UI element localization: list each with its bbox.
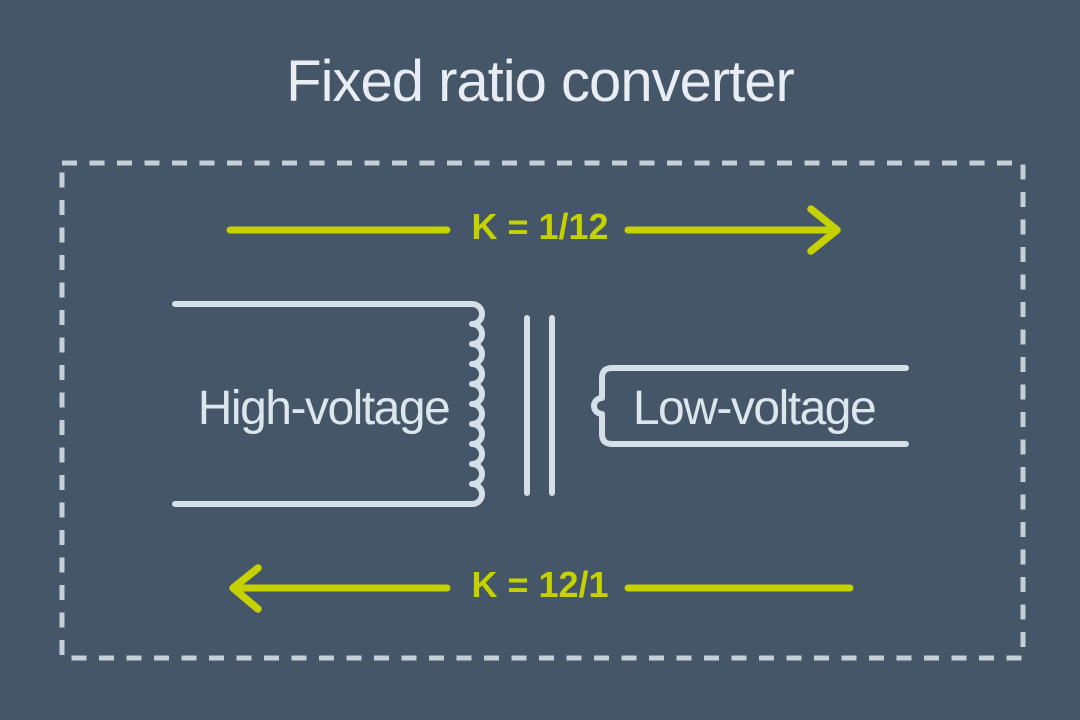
arrow-right-icon <box>807 205 841 255</box>
transformer-core <box>524 315 555 496</box>
lv-to-hv-ratio-label: K = 12/1 <box>471 564 609 605</box>
primary-winding <box>172 301 485 507</box>
hv-to-lv-ratio-label: K = 1/12 <box>471 206 609 247</box>
secondary-winding-label: Low-voltage <box>632 382 877 435</box>
secondary-winding <box>591 365 909 447</box>
hv-to-lv-arrow <box>226 205 841 255</box>
dashed-boundary <box>59 160 1026 661</box>
lv-to-hv-arrow <box>229 564 854 613</box>
diagram-title: Fixed ratio converter <box>286 49 795 114</box>
primary-winding-label: High-voltage <box>197 382 451 435</box>
arrow-left-icon <box>229 564 262 613</box>
